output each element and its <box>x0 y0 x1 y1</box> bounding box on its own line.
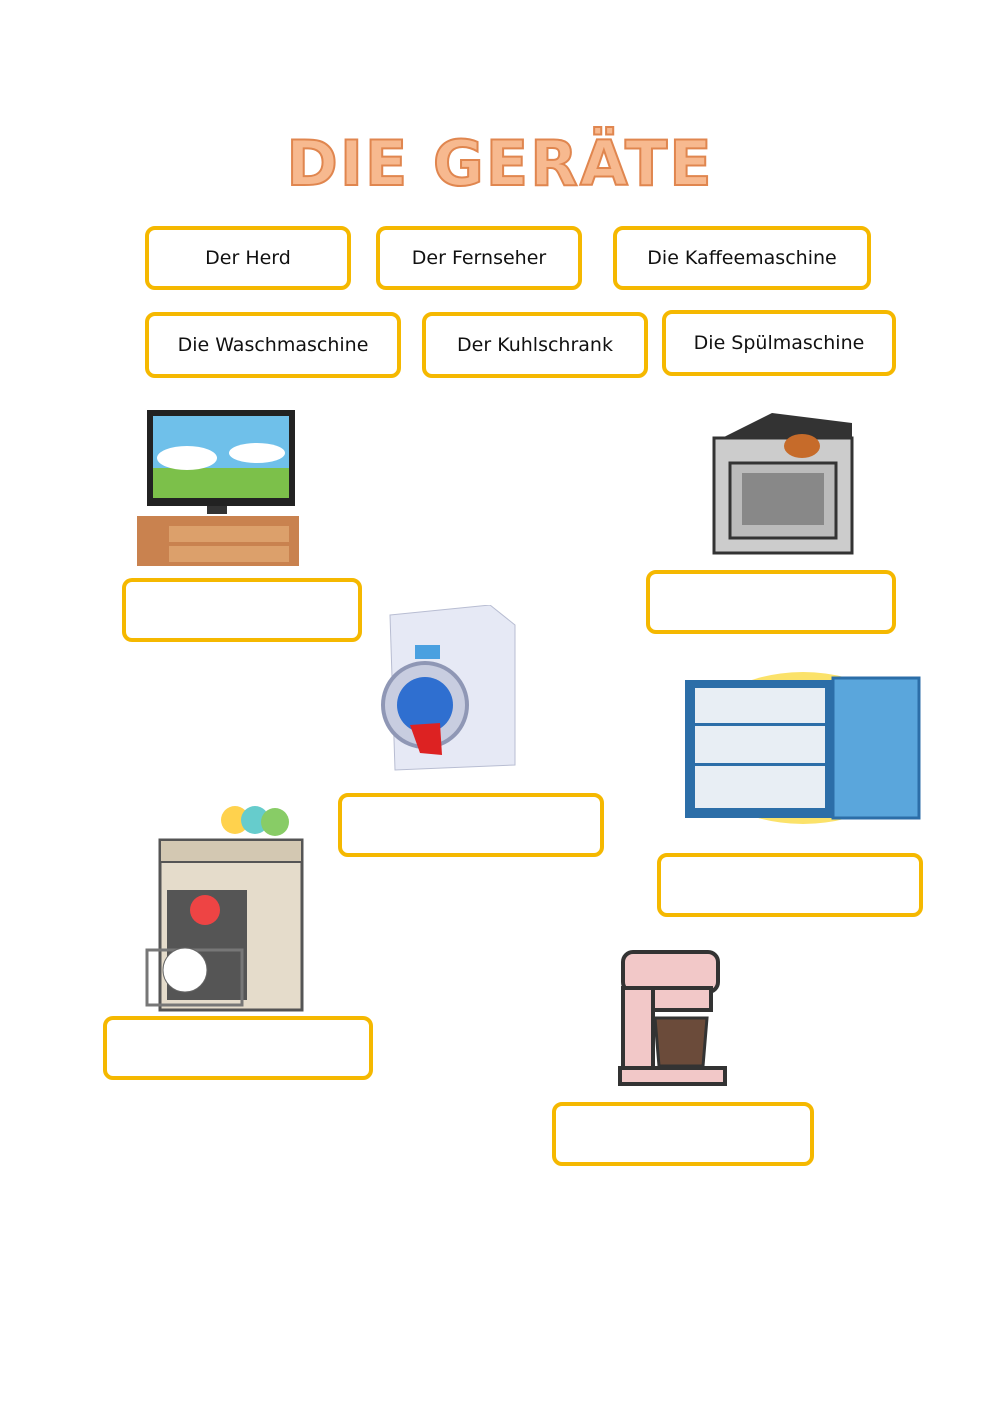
answer-box-stove[interactable] <box>646 570 896 634</box>
answer-input-washing-machine[interactable] <box>342 797 604 855</box>
answer-box-washing-machine[interactable] <box>338 793 604 857</box>
page-title: DIE GERÄTE <box>285 127 714 201</box>
answer-box-coffee-maker[interactable] <box>552 1102 814 1166</box>
answer-input-television[interactable] <box>126 582 362 640</box>
dishwasher-icon <box>145 806 304 1012</box>
word-card-herd[interactable]: Der Herd <box>145 226 351 290</box>
answer-input-coffee-maker[interactable] <box>556 1106 814 1164</box>
word-card-waschmaschine[interactable]: Die Waschmaschine <box>145 312 401 378</box>
television-icon <box>137 410 299 566</box>
answer-input-dishwasher[interactable] <box>107 1020 373 1078</box>
word-card-fernseher[interactable]: Der Fernseher <box>376 226 582 290</box>
word-card-kuhlschrank[interactable]: Der Kuhlschrank <box>422 312 648 378</box>
answer-box-dishwasher[interactable] <box>103 1016 373 1080</box>
word-card-spuelmaschine[interactable]: Die Spülmaschine <box>662 310 896 376</box>
fridge-icon <box>685 672 921 824</box>
stove-icon <box>712 413 854 555</box>
word-card-kaffeemaschine[interactable]: Die Kaffeemaschine <box>613 226 871 290</box>
answer-input-stove[interactable] <box>650 574 896 632</box>
answer-box-fridge[interactable] <box>657 853 923 917</box>
answer-input-fridge[interactable] <box>661 857 923 915</box>
coffee-maker-icon <box>618 950 727 1086</box>
answer-box-television[interactable] <box>122 578 362 642</box>
washing-machine-icon <box>381 605 516 771</box>
